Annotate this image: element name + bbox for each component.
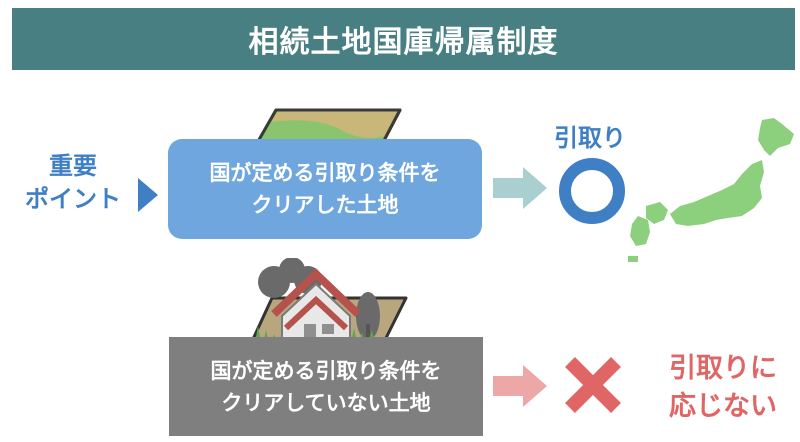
approved-line2: クリアした土地 bbox=[251, 193, 399, 217]
circle-icon bbox=[559, 158, 625, 224]
arrow-right-icon bbox=[493, 365, 547, 407]
arrow-right-icon bbox=[493, 167, 547, 209]
rejected-result-line2: 応じない bbox=[669, 391, 777, 422]
key-point-line2: ポイント bbox=[25, 185, 121, 213]
key-point-label: 重要 ポイント bbox=[12, 150, 134, 216]
japan-map-icon bbox=[628, 118, 794, 262]
play-arrow-icon bbox=[138, 178, 158, 212]
rejected-result-label: 引取りに 応じない bbox=[656, 350, 790, 426]
rejected-line2: クリアしていない土地 bbox=[221, 390, 431, 415]
accepted-label: 引取り bbox=[554, 124, 626, 152]
rejected-result-line1: 引取りに bbox=[669, 353, 777, 384]
key-point-line1: 重要 bbox=[49, 152, 97, 180]
rejected-land-box: 国が定める引取り条件を クリアしていない土地 bbox=[169, 337, 483, 436]
approved-line1: 国が定める引取り条件を bbox=[209, 161, 441, 185]
page-title: 相続土地国庫帰属制度 bbox=[12, 8, 795, 70]
approved-land-box: 国が定める引取り条件を クリアした土地 bbox=[168, 139, 482, 239]
rejected-line1: 国が定める引取り条件を bbox=[210, 358, 442, 383]
cross-icon bbox=[565, 357, 621, 413]
